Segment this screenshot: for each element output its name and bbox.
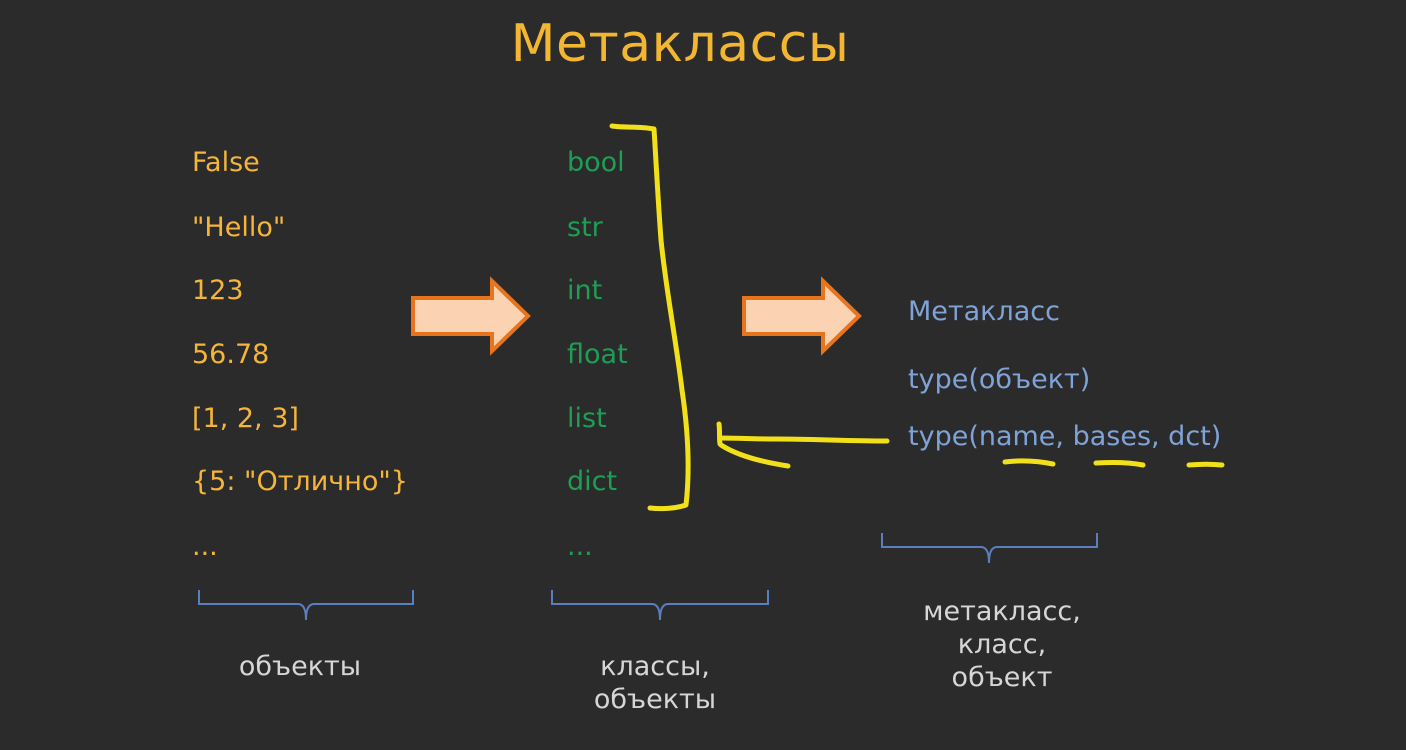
metaclass-underbrace (881, 533, 1098, 564)
underline-bases (1093, 459, 1146, 468)
right-arrow-objects-to-classes (411, 276, 531, 356)
type-call-one-arg: type(объект) (908, 364, 1091, 395)
object-item-int: 123 (192, 275, 244, 306)
class-item-ellipsis: ... (567, 531, 593, 562)
object-item-hello: "Hello" (192, 212, 286, 243)
class-item-list: list (567, 403, 607, 434)
class-item-bool: bool (567, 147, 625, 178)
class-item-dict: dict (567, 466, 618, 497)
handdrawn-arrow-to-classes (717, 435, 890, 444)
object-item-ellipsis: ... (192, 531, 218, 562)
handdrawn-arrowhead-bottom (718, 442, 791, 469)
classes-caption: классы, объекты (593, 651, 717, 715)
classes-underbrace (551, 590, 769, 621)
class-item-str: str (567, 212, 603, 243)
class-item-int: int (567, 275, 603, 306)
object-item-dict: {5: "Отлично"} (192, 466, 408, 497)
metaclass-caption: метакласс, класс, объект (923, 596, 1081, 693)
handdrawn-bracket (609, 123, 691, 512)
object-item-false: False (192, 147, 260, 178)
metaclass-label: Метакласс (908, 296, 1060, 327)
type-call-three-args: type(name, bases, dct) (908, 421, 1222, 452)
class-item-float: float (567, 339, 628, 370)
underline-dct (1186, 461, 1225, 468)
object-item-list: [1, 2, 3] (192, 403, 299, 434)
objects-caption: объекты (238, 651, 362, 682)
handdrawn-arrowhead-top (716, 421, 723, 447)
objects-underbrace (198, 590, 414, 621)
underline-name (1002, 458, 1056, 467)
slide-title: Метаклассы (510, 14, 850, 74)
right-arrow-classes-to-metaclass (742, 276, 862, 356)
object-item-float: 56.78 (192, 339, 270, 370)
